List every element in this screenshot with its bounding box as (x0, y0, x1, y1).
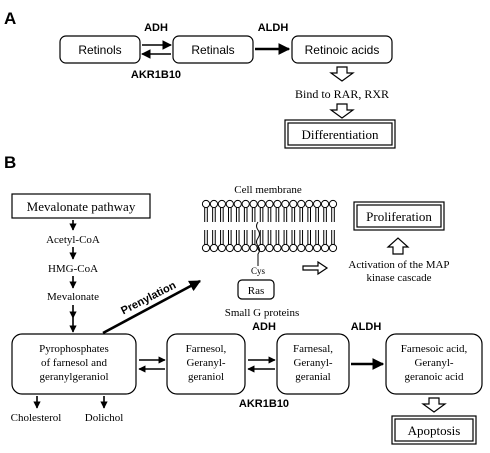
mevalonate-text: Mevalonate (47, 291, 99, 303)
map-kinase-line2: kinase cascade (366, 272, 431, 284)
retinoic-acids-text: Retinoic acids (305, 43, 380, 57)
lipid-head (281, 243, 290, 253)
pyrophosphates-box (11, 333, 137, 395)
farnesol-line3: geraniol (188, 371, 224, 383)
lipid-head (249, 199, 258, 209)
cys-text: Cys (251, 266, 266, 276)
panel-a-label: A (4, 9, 16, 28)
retinoic-acids-box (291, 35, 393, 64)
lipid-head (209, 199, 219, 209)
dolichol-text: Dolichol (85, 412, 124, 424)
lipid-head (241, 199, 250, 209)
lipid-head (273, 243, 282, 253)
lipid-head (281, 199, 290, 209)
farnesal-line2: Geranyl- (293, 357, 332, 369)
hollow-arrow-a1 (329, 66, 355, 82)
cholesterol-text: Cholesterol (11, 412, 62, 424)
hollow-arrow-a2 (329, 103, 355, 119)
lipid-head (241, 243, 250, 253)
lipid-head (289, 199, 298, 209)
proliferation-text: Proliferation (366, 209, 432, 224)
lipid-head (289, 243, 298, 253)
map-kinase-line1: Activation of the MAP (348, 259, 449, 271)
prenyl-anchor (256, 221, 260, 266)
differentiation-box-inner (287, 122, 393, 146)
hollow-arrow-up (386, 237, 410, 255)
prenylation-arrow (102, 279, 202, 335)
small-g-proteins-text: Small G proteins (225, 307, 300, 319)
farnesoic-box (385, 333, 483, 395)
retinals-text: Retinals (191, 43, 234, 57)
lipid-head (320, 243, 330, 253)
lipid-head (233, 243, 242, 253)
cell-membrane-text: Cell membrane (234, 184, 302, 196)
lipid-head (328, 199, 338, 209)
farnesal-box (276, 333, 350, 395)
lipid-head (217, 199, 226, 209)
apoptosis-text: Apoptosis (408, 423, 461, 438)
farnesol-box (166, 333, 246, 395)
lipid-head (297, 199, 306, 209)
lipid-head (265, 243, 274, 253)
retinals-box (172, 35, 254, 64)
lipid-head (217, 243, 226, 253)
mevalonate-pathway-text: Mevalonate pathway (27, 199, 136, 214)
hmg-coa-text: HMG-CoA (48, 263, 98, 275)
lipid-head (225, 243, 234, 253)
lipid-head (257, 199, 266, 209)
lipid-head (273, 199, 282, 209)
aldh-label-a: ALDH (258, 22, 289, 34)
lipid-head (209, 243, 219, 253)
adh-label-b: ADH (252, 321, 276, 333)
apoptosis-box-inner (394, 418, 474, 442)
hollow-arrow-right (302, 260, 329, 276)
lipid-head (201, 199, 211, 209)
ras-box (237, 279, 275, 300)
lipid-head (313, 243, 322, 253)
lipid-head (201, 243, 211, 253)
adh-label-a: ADH (144, 22, 168, 34)
pyrophosphates-line3: geranylgeraniol (39, 371, 108, 383)
lipid-head (297, 243, 306, 253)
panel-b-label: B (4, 153, 16, 172)
ras-text: Ras (248, 285, 265, 297)
farnesoic-line2: Geranyl- (414, 357, 453, 369)
lipid-head (320, 199, 330, 209)
lipid-head (305, 199, 314, 209)
lipid-head (249, 243, 258, 253)
differentiation-text: Differentiation (301, 127, 379, 142)
lipid-head (313, 199, 322, 209)
acetyl-coa-text: Acetyl-CoA (46, 234, 100, 246)
lipid-bilayer (201, 199, 338, 266)
retinols-text: Retinols (78, 43, 121, 57)
lipid-head (265, 199, 274, 209)
aldh-label-b: ALDH (351, 321, 382, 333)
lipid-head (233, 199, 242, 209)
pyrophosphates-line2: of farnesol and (41, 357, 107, 369)
hollow-arrow-b (421, 397, 447, 413)
farnesoic-line3: geranoic acid (405, 371, 464, 383)
proliferation-box-inner (356, 204, 442, 228)
bind-rar-rxr-text: Bind to RAR, RXR (295, 87, 389, 101)
farnesal-line1: Farnesal, (293, 343, 333, 355)
mevalonate-pathway-box (11, 193, 151, 219)
farnesal-line3: geranial (295, 371, 330, 383)
akr1b10-label-b: AKR1B10 (239, 398, 289, 410)
lipid-head (225, 199, 234, 209)
farnesol-line2: Geranyl- (186, 357, 225, 369)
farnesoic-line1: Farnesoic acid, (401, 343, 468, 355)
lipid-head (305, 243, 314, 253)
akr1b10-label-a: AKR1B10 (131, 69, 181, 81)
lipid-head (328, 243, 338, 253)
farnesol-line1: Farnesol, (186, 343, 227, 355)
pyrophosphates-line1: Pyrophosphates (39, 343, 109, 355)
retinols-box (59, 35, 141, 64)
